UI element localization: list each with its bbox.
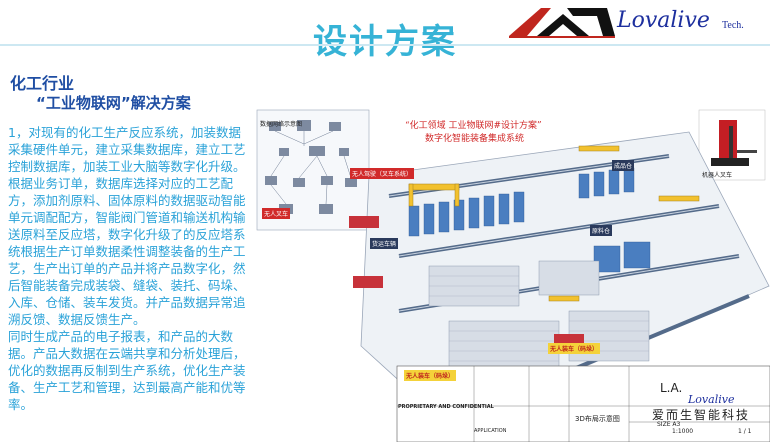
titleblock-la: L.A. — [660, 381, 683, 395]
gantry-robots — [408, 145, 700, 302]
paragraph-2: 同时生成产品的电子报表，和产品的大数据。产品大数据在云端共享和分析处理后，优化的… — [8, 329, 246, 412]
robot-label: 机器人叉车 — [702, 172, 733, 179]
size-label: SIZE A3 — [657, 421, 680, 428]
storage-racks — [408, 167, 651, 273]
section-heading: 化工行业 — [10, 74, 75, 93]
size-key: SIZE — [657, 421, 671, 428]
drawing-name: 3D布局示意图 — [575, 415, 620, 423]
section-subheading: “工业物联网”解决方案 — [36, 94, 191, 112]
titleblock-logo: Lovalive — [688, 393, 735, 406]
agv-label-3: 无人装车（码垛） — [404, 370, 457, 381]
diagram-subslogan: 数字化智能装备集成系统 — [425, 134, 525, 144]
proprietary-note: PROPRIETARY AND CONFIDENTIAL — [398, 404, 494, 410]
zone-label-finished: 成品仓 — [612, 160, 635, 171]
zone-label-trucks: 货运车辆 — [370, 238, 399, 249]
zone-label-raw: 原料仓 — [590, 225, 613, 236]
sheet-value: 1 / 1 — [738, 428, 752, 435]
network-label: 数据网络示意图 — [260, 121, 303, 128]
brand-name: Lovalive — [617, 8, 710, 33]
agv-label-1: 无人驾驶（叉车系统） — [350, 168, 415, 179]
description-text: 1，对现有的化工生产反应系统，加装数据采集硬件单元，建立采集数据库，建立工艺控制… — [8, 124, 246, 413]
title-block — [396, 365, 770, 442]
agv-label-4: 无人装车（码垛） — [548, 343, 601, 354]
robot-forklift-inset — [698, 109, 766, 181]
agv-label-2: 无人叉车 — [262, 208, 291, 219]
slide-title: 设计方案 — [313, 22, 457, 62]
brand-suffix: Tech. — [722, 20, 744, 31]
header-divider — [0, 44, 770, 46]
paragraph-1: 1，对现有的化工生产反应系统，加装数据采集硬件单元，建立采集数据库，建立工艺控制… — [8, 125, 246, 327]
application-label: APPLICATION — [474, 428, 507, 434]
company-logo: Lovalive Tech. — [507, 4, 762, 40]
la-logo-icon — [509, 8, 615, 38]
size-value: A3 — [672, 421, 681, 428]
diagram-slogan: “化工领域 工业物联网#设计方案” — [405, 121, 542, 131]
company-name: 爱而生智能科技 — [652, 408, 751, 422]
factory-layout-diagram — [256, 109, 770, 442]
scale-value: 1:1000 — [672, 428, 694, 435]
